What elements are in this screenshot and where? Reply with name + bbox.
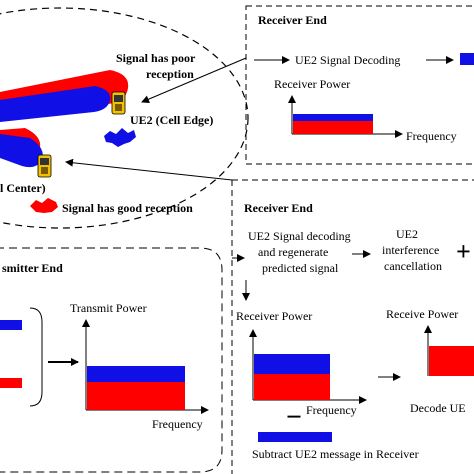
receiver-bottom-blue-band [254,354,330,374]
step1-line-3: predicted signal [262,261,339,275]
label-ue2: UE2 (Cell Edge) [130,113,213,127]
receiver-bottom-red-band [254,374,330,400]
ue2-signal-burst [104,128,136,147]
label-poor-reception-2: reception [146,67,194,81]
decoded-ue2-signal-block [460,53,474,65]
arrow-to-ue2 [141,57,247,103]
arrow-to-ue1 [65,158,233,181]
decoded-ue1-red-band [429,346,474,376]
cell-area: Signal has poor reception UE2 (Cell Edge… [0,7,249,229]
transmitter-blue-input [0,320,22,330]
receiver-top-red-band [293,121,373,134]
receiver-top-panel: Receiver End UE2 Signal Decoding Receive… [245,5,474,165]
subtract-label: Subtract UE2 message in Receiver [252,447,419,461]
transmitter-x-axis-label: Frequency [152,417,203,431]
label-poor-reception-1: Signal has poor [116,51,196,65]
receiver-bottom-right-y-axis-label: Receive Power [386,307,458,321]
transmitter-red-band [87,382,185,410]
receiver-top-title: Receiver End [258,13,327,27]
subtract-ue2-block [258,432,332,442]
receiver-bottom-x-axis-label: Frequency [306,403,357,417]
step1-line-1: UE2 Signal decoding [248,229,351,243]
transmitter-title: smitter End [2,261,63,275]
minus-icon: − [286,402,302,433]
step2-line-2: interference [382,243,439,257]
transmitter-bracket [29,307,43,407]
receiver-bottom-border [231,179,474,474]
plus-icon: + [456,237,471,266]
receiver-top-decode-label: UE2 Signal Decoding [295,53,400,67]
ue1-phone-icon [37,154,52,178]
label-ue1: l Center) [0,181,46,195]
transmitter-border [0,247,223,473]
step1-line-2: and regenerate [258,245,328,259]
receiver-top-blue-band [293,114,373,121]
receiver-bottom-panel: Receiver End UE2 Signal decoding and reg… [231,179,474,474]
receiver-bottom-y-axis-label: Receiver Power [236,309,312,323]
transmitter-red-input [0,378,22,388]
transmitter-panel: smitter End Transmit Power Frequency [0,247,223,473]
ue1-signal-burst [30,198,58,213]
receiver-top-y-axis-label: Receiver Power [274,77,350,91]
beam-blue-upper [0,86,111,122]
receiver-top-x-axis-label: Frequency [406,129,457,143]
transmitter-y-axis-label: Transmit Power [70,301,147,315]
decode-ue-label: Decode UE [410,401,466,415]
ue2-phone-icon [111,91,126,115]
transmitter-blue-band [87,366,185,382]
step2-line-1: UE2 [396,227,418,241]
receiver-top-border [245,5,474,165]
cell-boundary [0,7,249,229]
label-good-reception: Signal has good reception [62,201,193,215]
beam-blue-lower [0,134,43,168]
receiver-bottom-title: Receiver End [244,201,313,215]
step2-line-3: cancellation [384,259,442,273]
